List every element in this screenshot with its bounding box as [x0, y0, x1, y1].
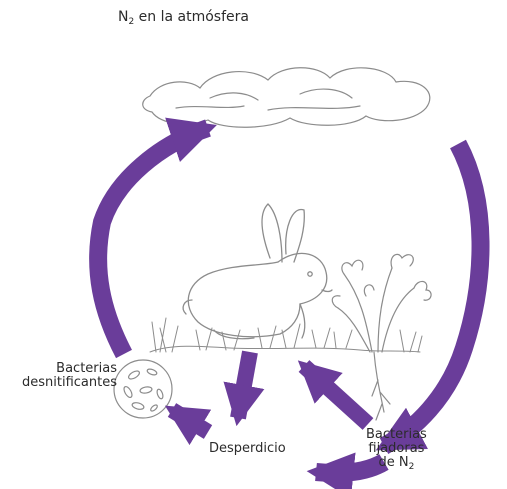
denitrifying-bacteria-label: Bacterias desnitificantes: [22, 362, 117, 390]
arrow-down-right: [384, 144, 481, 446]
arrow-to-denitrifying: [172, 410, 208, 432]
grass-illustration: [150, 318, 422, 352]
denitrifying-line1: Bacterias: [22, 362, 117, 376]
cycle-arrows: [98, 128, 480, 473]
atmosphere-title: N2 en la atmósfera: [118, 10, 249, 24]
bacteria-circle: [114, 360, 172, 418]
fixing-line1: Bacterias: [366, 428, 427, 442]
arrow-from-fixing: [304, 366, 368, 424]
arrow-up-left: [98, 128, 208, 354]
clouds-illustration: [143, 68, 430, 128]
fixing-line2: fijadoras: [366, 442, 427, 456]
arrow-to-waste: [238, 352, 250, 418]
waste-label: Desperdicio: [209, 442, 286, 456]
nitrogen-fixing-bacteria-label: Bacterias fijadoras de N2: [366, 428, 427, 470]
fixing-line3: de N2: [366, 456, 427, 470]
denitrifying-line2: desnitificantes: [22, 376, 117, 390]
rabbit-illustration: [183, 204, 332, 339]
